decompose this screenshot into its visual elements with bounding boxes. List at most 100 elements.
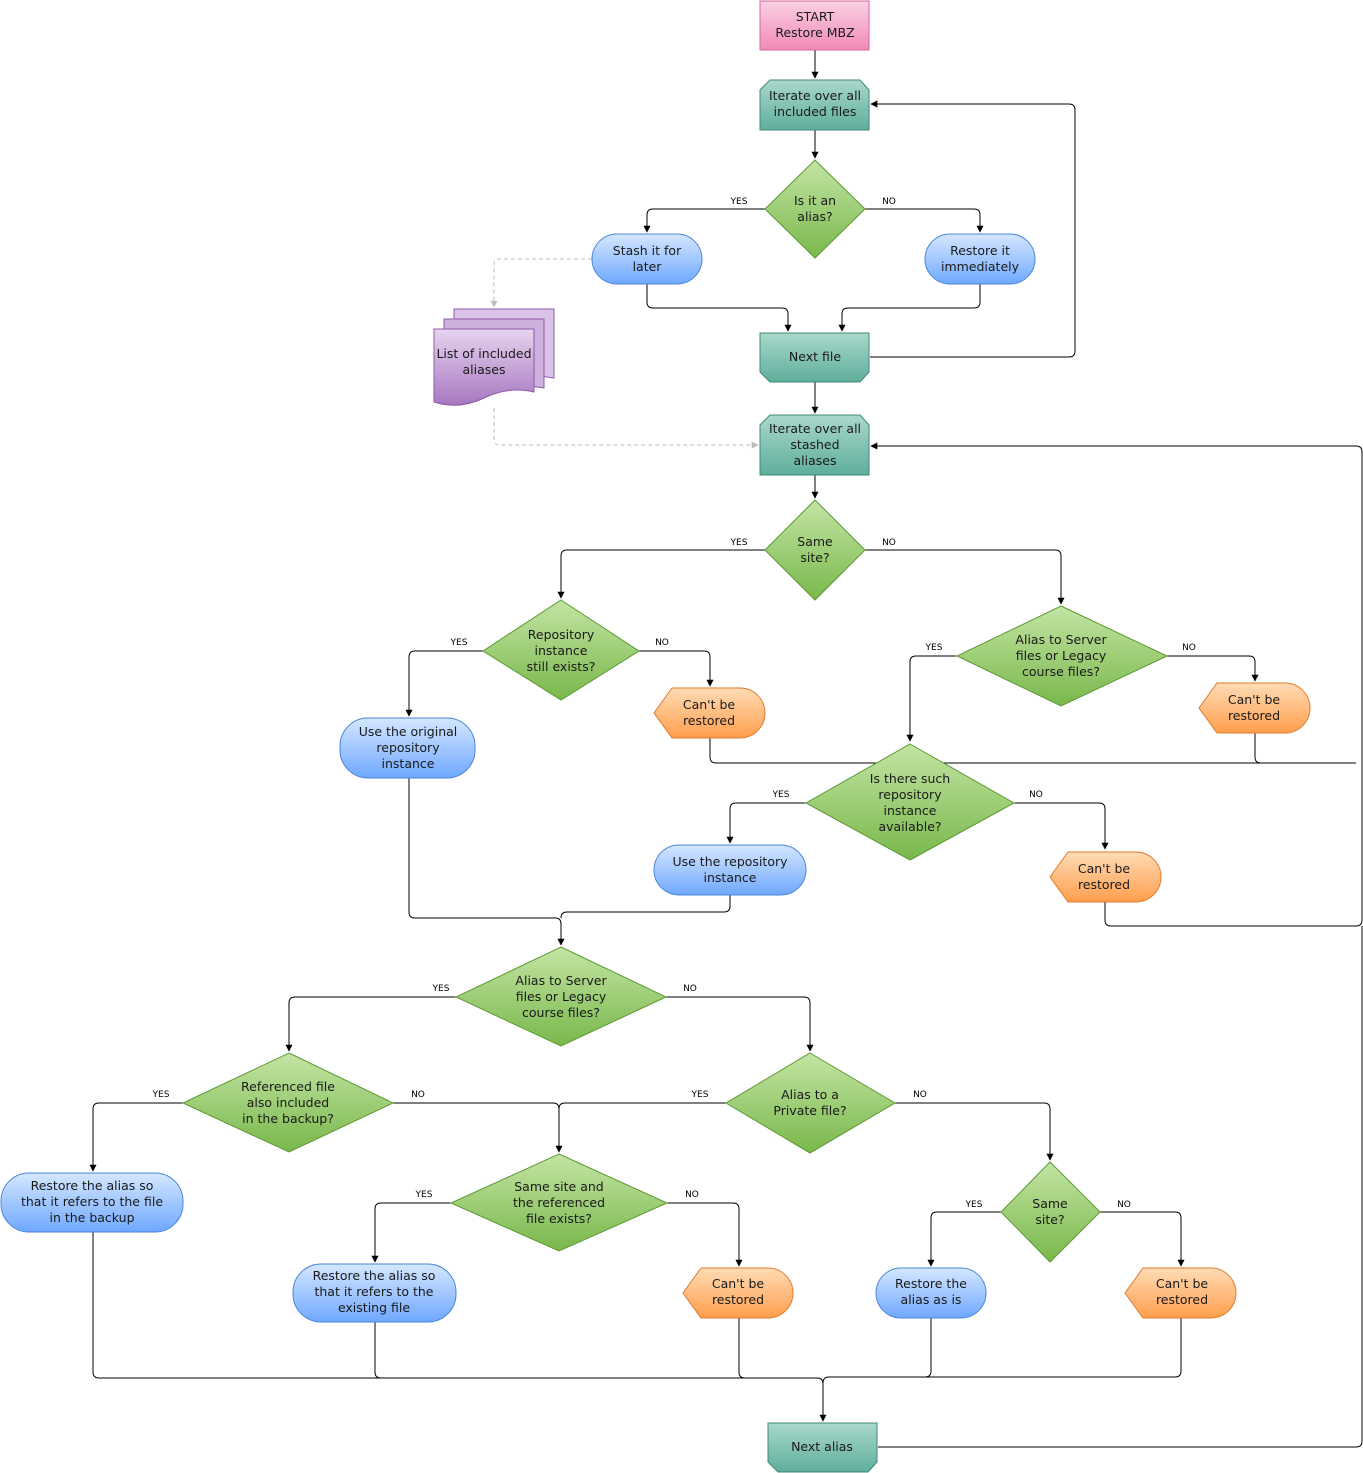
edge-label-no: NO bbox=[913, 1090, 927, 1100]
next-file-node: Next file bbox=[759, 332, 870, 383]
such-repo-label-line: Is there such bbox=[870, 771, 950, 786]
edge-label-yes: YES bbox=[691, 1090, 709, 1100]
such-repo-label-line: instance bbox=[884, 803, 937, 818]
cant-1-label-line: restored bbox=[683, 713, 735, 728]
restore-immediately-label-line: immediately bbox=[941, 259, 1020, 274]
same-site-ref-label-line: the referenced bbox=[513, 1195, 605, 1210]
next-alias-label: Next alias bbox=[791, 1439, 853, 1454]
restore-as-is-label-line: alias as is bbox=[901, 1292, 962, 1307]
alias-server-2-label-line: files or Legacy bbox=[516, 989, 607, 1004]
ref-included-label-line: in the backup? bbox=[242, 1111, 334, 1126]
use-original-label-line: Use the original bbox=[359, 724, 458, 739]
iterate-aliases-label-line: Iterate over all bbox=[769, 421, 861, 436]
alias-private-label-line: Private file? bbox=[773, 1103, 846, 1118]
ref-included-label-line: Referenced file bbox=[241, 1079, 335, 1094]
iterate-aliases-label-line: stashed bbox=[790, 437, 839, 452]
next-file-label: Next file bbox=[789, 349, 841, 364]
restore-backup-label-line: in the backup bbox=[49, 1210, 134, 1225]
next-alias-node: Next alias bbox=[767, 1422, 878, 1473]
repo-exists-label-line: still exists? bbox=[527, 659, 596, 674]
cant-1-label-line: Can't be bbox=[683, 697, 736, 712]
restore-as-is-label-line: Restore the bbox=[895, 1276, 967, 1291]
repo-exists-label-line: instance bbox=[535, 643, 588, 658]
is-alias-label-line: alias? bbox=[797, 209, 832, 224]
edge-label-yes: YES bbox=[925, 643, 943, 653]
start-label-line: Restore MBZ bbox=[775, 25, 854, 40]
use-repo-label-line: instance bbox=[704, 870, 757, 885]
edge-label-yes: YES bbox=[965, 1200, 983, 1210]
use-original-label-line: instance bbox=[382, 756, 435, 771]
edge-label-no: NO bbox=[411, 1090, 425, 1100]
same-site-1-label-line: site? bbox=[800, 550, 829, 565]
list-aliases-label-line: aliases bbox=[463, 362, 506, 377]
iterate-files-label-line: included files bbox=[774, 104, 857, 119]
alias-private-label-line: Alias to a bbox=[781, 1087, 839, 1102]
next-alias-label-line: Next alias bbox=[791, 1439, 853, 1454]
alias-server-1-label-line: files or Legacy bbox=[1016, 648, 1107, 663]
edge-labels: YES NO YES NO YES NO YES NO YES NO YES N… bbox=[152, 197, 1196, 1210]
restore-existing-label-line: that it refers to the bbox=[314, 1284, 433, 1299]
use-repo-label-line: Use the repository bbox=[672, 854, 788, 869]
restore-existing-label-line: Restore the alias so bbox=[313, 1268, 436, 1283]
same-site-2-label-line: Same bbox=[1032, 1196, 1068, 1211]
restore-immediately-label-line: Restore it bbox=[950, 243, 1010, 258]
alias-server-2-label-line: course files? bbox=[522, 1005, 600, 1020]
ref-included-label-line: also included bbox=[247, 1095, 330, 1110]
restore-backup-label-line: Restore the alias so bbox=[31, 1178, 154, 1193]
edge-label-no: NO bbox=[655, 638, 669, 648]
such-repo-label-line: available? bbox=[878, 819, 941, 834]
alias-server-2-label-line: Alias to Server bbox=[515, 973, 607, 988]
same-site-2-label-line: site? bbox=[1035, 1212, 1064, 1227]
edge-label-no: NO bbox=[683, 984, 697, 994]
edge-label-yes: YES bbox=[730, 538, 748, 548]
iterate-files-label-line: Iterate over all bbox=[769, 88, 861, 103]
use-original-label-line: repository bbox=[376, 740, 440, 755]
same-site-ref-label-line: file exists? bbox=[526, 1211, 592, 1226]
cant-3-label-line: restored bbox=[1078, 877, 1130, 892]
stash-label-line: Stash it for bbox=[613, 243, 682, 258]
cant-4-label-line: restored bbox=[712, 1292, 764, 1307]
connectors bbox=[89, 50, 1363, 1448]
same-site-ref-label-line: Same site and bbox=[514, 1179, 604, 1194]
cant-2-label-line: Can't be bbox=[1228, 692, 1281, 707]
edge-label-yes: YES bbox=[432, 984, 450, 994]
edge-label-yes: YES bbox=[152, 1090, 170, 1100]
edge-label-no: NO bbox=[685, 1190, 699, 1200]
start-label-line: START bbox=[796, 9, 835, 24]
cant-5-label-line: Can't be bbox=[1156, 1276, 1209, 1291]
